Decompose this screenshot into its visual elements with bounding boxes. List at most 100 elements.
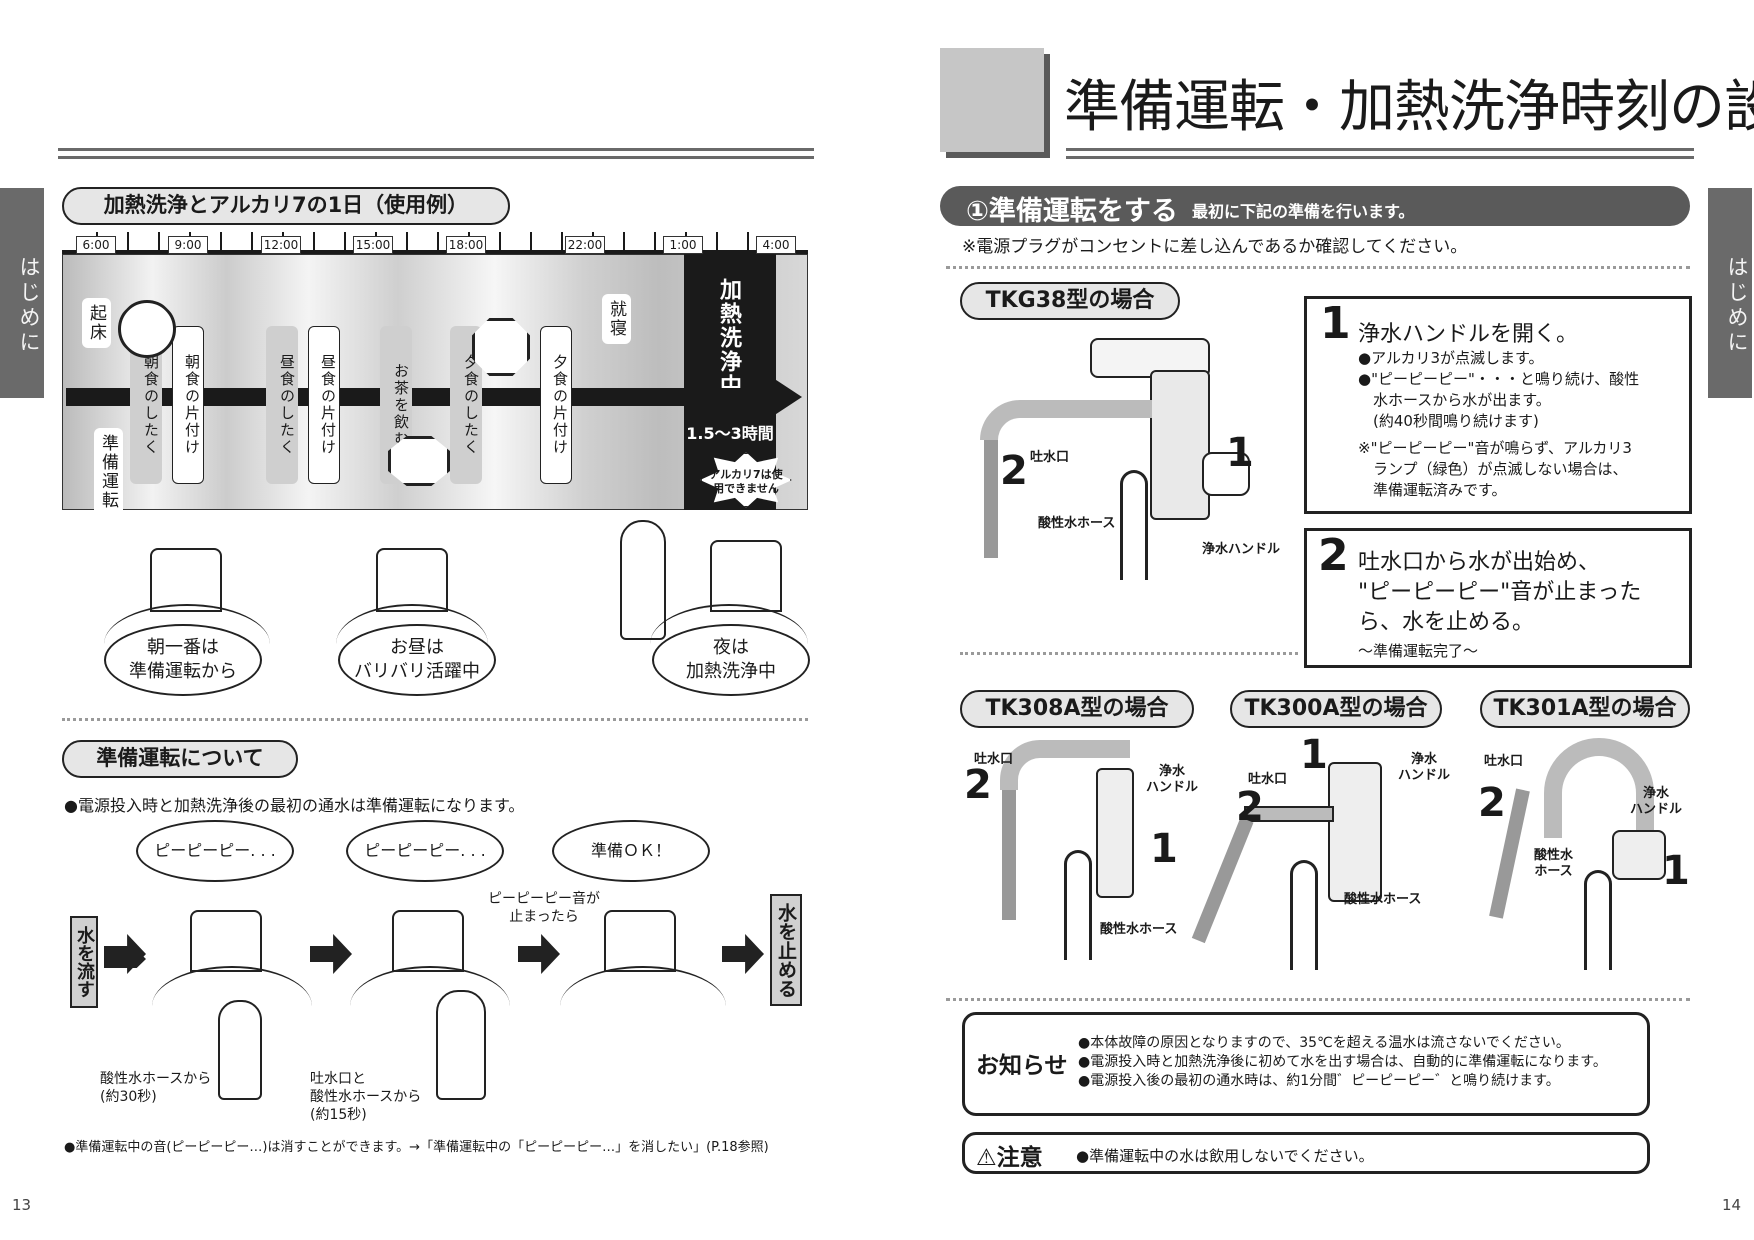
right-arrow-icon	[104, 934, 146, 974]
timeline-top-bar	[62, 250, 808, 254]
side-tab-right[interactable]: はじめに	[1708, 188, 1752, 398]
step2-subtitle: 〜準備運転完了〜	[1358, 642, 1479, 660]
tk301a-title: TK301A型の場合	[1480, 690, 1690, 728]
section-title: ①準備運転をする	[966, 196, 1178, 227]
tk300a-title: TK300A型の場合	[1230, 690, 1442, 728]
time-label: 22:00	[565, 236, 605, 254]
prep-description: ●電源投入時と加熱洗浄後の最初の通水は準備運転になります。	[64, 796, 525, 815]
section-banner	[940, 186, 1690, 226]
ground	[152, 966, 312, 1006]
title-grey-block	[940, 48, 1044, 152]
step-num-2: 2	[964, 762, 992, 808]
divider	[1066, 148, 1694, 151]
warning-icon: ⚠	[976, 1145, 997, 1171]
rice-bowl-icon	[118, 300, 176, 358]
right-arrow-icon	[518, 934, 560, 974]
character-happy	[376, 548, 448, 612]
handle-label: 浄水ハンドル	[1202, 542, 1281, 557]
footnote: ●準備運転中の音(ピーピーピー…)は消すことができます。→「準備運転中の「ピーピ…	[64, 1140, 769, 1155]
faucet-body	[1328, 762, 1382, 902]
divider	[58, 148, 814, 151]
timeline-tick	[344, 232, 346, 254]
alkali-warning-burst	[700, 452, 792, 508]
activity-item: 夕食の片付け	[540, 326, 572, 484]
purify-handle-icon[interactable]	[1202, 452, 1250, 496]
step1-details: ●アルカリ3が点滅します。 ●"ピーピーピー"・・・と鳴り続け、酸性 水ホースか…	[1358, 349, 1640, 430]
time-label: 4:00	[756, 236, 796, 254]
notice-line: ●本体故障の原因となりますので、35℃を超える温水は流さないでください。	[1078, 1035, 1570, 1051]
spout-label: 吐水口	[1484, 754, 1524, 769]
heating-label: 加熱洗浄中	[716, 278, 741, 398]
timeline-tick	[561, 232, 563, 254]
plug-note: ※電源プラグがコンセントに差し込んであるか確認してください。	[962, 237, 1468, 257]
acid-hose	[1290, 860, 1318, 970]
caution-title: ⚠注意	[976, 1145, 1043, 1171]
step1-box	[1304, 296, 1692, 514]
ground	[560, 966, 726, 1006]
faucet-body	[1150, 370, 1210, 520]
divider	[1066, 156, 1694, 159]
faucet-icon	[436, 990, 486, 1100]
faucet-body	[1612, 830, 1666, 880]
timeline-tick	[406, 232, 408, 254]
timeline-tick	[499, 232, 501, 254]
step-num-1: 1	[1300, 732, 1328, 778]
water-stream	[1002, 790, 1016, 920]
section-subtitle: 最初に下記の準備を行います。	[1192, 202, 1415, 221]
step-num-1: 1	[1226, 430, 1254, 476]
step2-number: 2	[1318, 530, 1349, 581]
side-tab-left[interactable]: はじめに	[0, 188, 44, 398]
timeline-tick	[716, 232, 718, 254]
caution-text: ●準備運転中の水は飲用しないでください。	[1076, 1147, 1374, 1165]
hose-label: 酸性水ホース	[1344, 892, 1422, 907]
caution-box	[962, 1132, 1650, 1174]
main-title: 準備運転・加熱洗浄時刻の設定	[1064, 75, 1754, 140]
activity-item: 昼食のしたく	[266, 326, 298, 484]
page-number-right: 14	[1722, 1196, 1742, 1214]
water-stream	[984, 440, 998, 558]
character-hot	[710, 540, 782, 612]
activity-item: 就寝	[602, 294, 631, 344]
step2-box	[1304, 528, 1692, 668]
dotted-divider	[960, 652, 1298, 655]
faucet-spout	[1244, 806, 1334, 822]
step-num-2: 2	[1236, 784, 1264, 830]
activity-item: 起床	[82, 298, 111, 348]
speech-bubble-1: ピーピーピー. . .	[136, 820, 294, 882]
notice-line: ●電源投入時と加熱洗浄後に初めて水を出す場合は、自動的に準備運転になります。	[1078, 1054, 1607, 1070]
speech-bubble-3: 準備ＯＫ！	[552, 820, 710, 882]
activity-item: 夕食のしたく	[450, 326, 482, 484]
speech-bubble-night: 夜は 加熱洗浄中	[652, 624, 810, 696]
time-label: 18:00	[446, 236, 486, 254]
activity-item: 準備運転	[94, 428, 123, 516]
handle-label: 浄水 ハンドル	[1398, 752, 1451, 783]
speech-bubble-noon: お昼は バリバリ活躍中	[338, 624, 496, 696]
step1-number: 1	[1320, 298, 1351, 349]
notice-line: ●電源投入後の最初の通水時は、約1分間゛ピーピーピー゛と鳴り続けます。	[1078, 1073, 1560, 1089]
spout-label: 吐水口	[1248, 772, 1288, 787]
ground	[650, 604, 808, 644]
timeline-tick	[530, 232, 532, 254]
spout-label: 吐水口	[974, 752, 1014, 767]
timeline-tick	[437, 232, 439, 254]
activity-item: 昼食の片付け	[308, 326, 340, 484]
character-beep-2	[392, 910, 464, 972]
step1-notes: ※"ピーピーピー"音が鳴らず、アルカリ3 ランプ（緑色）が点滅しない場合は、 準…	[1358, 439, 1632, 499]
flow-start: 水を流す	[70, 916, 98, 1008]
notice-lines: ●本体故障の原因となりますので、35℃を超える温水は流さないでください。 ●電源投…	[1078, 1034, 1607, 1091]
acid-hose	[1064, 850, 1092, 960]
duration-label: 1.5〜3時間	[686, 424, 774, 443]
step1-title: 浄水ハンドルを開く。	[1358, 322, 1579, 347]
notice-title: お知らせ	[976, 1053, 1068, 1079]
step-num-2: 2	[1478, 780, 1506, 826]
step-num-1: 1	[1150, 826, 1178, 872]
time-label: 12:00	[261, 236, 301, 254]
character-ok	[604, 910, 676, 972]
timeline-arrow	[66, 388, 766, 406]
ground	[104, 604, 270, 644]
dotted-divider	[946, 266, 1690, 269]
faucet-icon	[218, 1000, 262, 1100]
faucet-icon	[620, 520, 666, 640]
acid-hose	[1120, 470, 1148, 580]
ground	[350, 966, 510, 1006]
